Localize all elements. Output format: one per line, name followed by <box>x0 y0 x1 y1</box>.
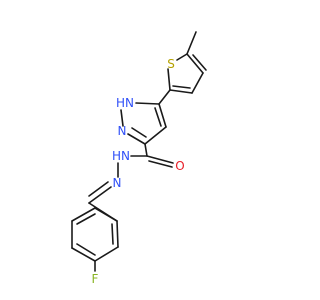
bond-methyl <box>186 31 197 55</box>
bond-benzene-5-6 <box>71 207 96 222</box>
bond-n-ch-double <box>88 181 109 197</box>
bond-thiophene-c5-c4 <box>186 53 204 74</box>
bond-thiophene-c2-s <box>167 68 171 91</box>
bond-benzene-3-4-inner <box>76 243 96 256</box>
pyrazole-nh-label: HN <box>116 96 134 110</box>
bond-thiophene-pyrazole <box>158 89 171 105</box>
bond-benzene-1-2-inner <box>111 223 114 245</box>
bond-pyrazole-c5-n1 <box>135 102 160 105</box>
sulfur-atom-label: S <box>167 57 175 71</box>
bond-carbonyl-o <box>146 155 174 164</box>
bond-pyrazole-n2-c3-double <box>131 127 147 138</box>
bond-pyrazole-n2-c3 <box>127 133 146 145</box>
bond-n-ch <box>88 186 112 204</box>
bond-thiophene-c4-c3 <box>191 72 204 94</box>
bond-benzene-6-1 <box>94 207 118 222</box>
bond-thiophene-c3-c2-double <box>172 85 191 89</box>
bond-benzene-3-4 <box>71 247 96 262</box>
imine-n-label: N <box>113 176 122 190</box>
bond-pyrazole-c4-c5-double <box>154 107 162 127</box>
fluorine-atom-label: F <box>92 272 99 286</box>
bond-thiophene-c3-c2 <box>169 89 193 94</box>
bond-pyrazole-n1-n2 <box>120 109 124 127</box>
carbonyl-o-label: O <box>175 159 184 173</box>
hydrazide-nh-label: HN <box>112 149 130 163</box>
bond-pyrazole-c3-c4 <box>144 126 167 145</box>
bond-thiophene-c5-c4-double <box>192 54 207 71</box>
pyrazole-n-label: N <box>118 124 127 138</box>
bond-benzene-2-3 <box>94 246 119 262</box>
bond-thiophene-s-c5 <box>176 53 188 61</box>
molecule-diagram: S HN N HN N O F <box>71 31 207 286</box>
bond-benzene-1-2 <box>116 220 119 248</box>
bond-benzene-5-6-inner <box>76 213 96 225</box>
bond-carbonyl-o-double <box>148 160 173 168</box>
molecule-structure: S HN N HN N O F <box>71 31 207 286</box>
bond-pyrazole-c4-c5 <box>158 103 167 128</box>
bond-c3-carbonyl <box>144 143 148 157</box>
